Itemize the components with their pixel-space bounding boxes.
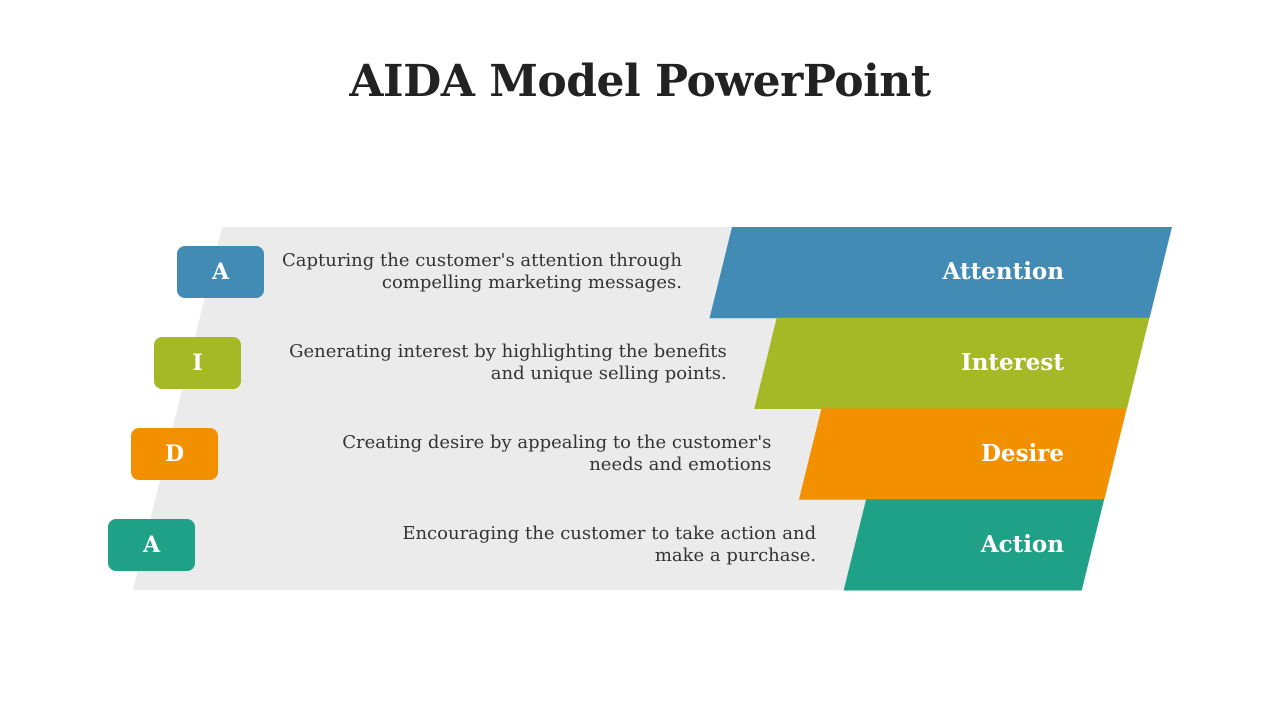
description-line: needs and emotions <box>589 453 772 475</box>
stage-badge-4: A <box>108 519 195 571</box>
description-line: make a purchase. <box>654 544 817 566</box>
stage-description-1: Capturing the customer's attention throu… <box>242 250 682 294</box>
stage-label-2: Interest <box>960 349 1064 377</box>
description-line: Generating interest by highlighting the … <box>289 341 727 363</box>
page-title: AIDA Model PowerPoint <box>349 56 931 107</box>
stage-bar-3 <box>798 408 1127 500</box>
stage-label-1: Attention <box>942 258 1064 286</box>
stage-badge-2: I <box>154 337 241 389</box>
stage-label-4: Action <box>980 530 1064 558</box>
stage-bar-4 <box>843 499 1105 591</box>
stage-badge-1: A <box>177 246 264 298</box>
description-line: Creating desire by appealing to the cust… <box>342 431 772 453</box>
stage-description-2: Generating interest by highlighting the … <box>287 341 727 385</box>
description-line: compelling marketing messages. <box>381 272 682 294</box>
stage-badge-3: D <box>131 428 218 480</box>
stage-bar-2 <box>754 317 1150 409</box>
stage-description-3: Creating desire by appealing to the cust… <box>331 432 771 476</box>
description-line: Encouraging the customer to take action … <box>402 522 817 544</box>
stage-label-3: Desire <box>980 439 1064 467</box>
stage-description-4: Encouraging the customer to take action … <box>376 523 816 567</box>
description-line: and unique selling points. <box>490 363 727 385</box>
description-line: Capturing the customer's attention throu… <box>281 250 682 272</box>
stage-bar-1 <box>709 227 1172 319</box>
